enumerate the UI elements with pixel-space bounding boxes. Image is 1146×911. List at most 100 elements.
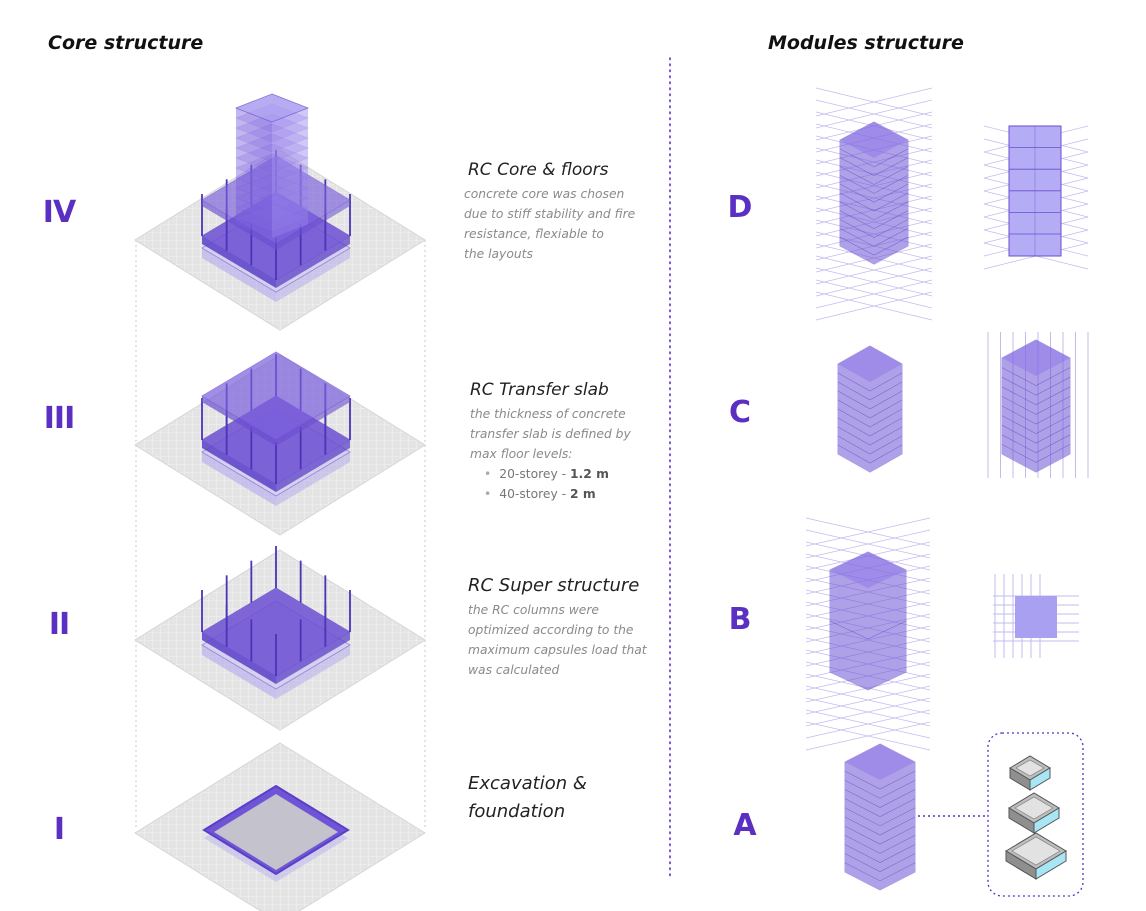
slab-side xyxy=(276,645,350,699)
floor-line xyxy=(839,183,909,203)
slab-side xyxy=(276,396,350,446)
floor-line xyxy=(844,844,916,863)
slab-side xyxy=(202,632,276,684)
stage-iii-body: the thickness of concrete transfer slab … xyxy=(470,407,631,461)
grid-line xyxy=(805,517,931,547)
core-structure-heading: Core structure xyxy=(48,32,204,54)
stage-iv-body: concrete core was chosen due to stiff st… xyxy=(464,187,636,261)
slab-top xyxy=(201,155,351,245)
transfer-slab-iii xyxy=(201,351,351,446)
floor-line xyxy=(844,816,916,836)
capsule-group-frame xyxy=(987,732,1084,897)
floor-line xyxy=(844,807,916,827)
capsule-window xyxy=(1035,850,1067,880)
core-floor xyxy=(235,153,309,183)
floor-line xyxy=(839,236,909,256)
slab-side xyxy=(202,440,276,492)
columns-ii xyxy=(201,546,351,676)
floor-line xyxy=(837,426,903,446)
capsule-window xyxy=(1033,807,1060,834)
floor-line xyxy=(1001,405,1071,425)
module-top xyxy=(838,346,902,382)
module-b-iso xyxy=(805,517,931,751)
floor-line xyxy=(1001,415,1071,434)
floor-line xyxy=(839,219,909,238)
floor-line xyxy=(829,620,907,640)
module-top xyxy=(830,552,906,588)
floor-line xyxy=(839,201,909,221)
floor-line xyxy=(839,210,909,230)
floor-line xyxy=(1001,367,1071,386)
plan-square xyxy=(1015,596,1057,638)
floor-line xyxy=(837,381,903,401)
stage-ii-body: the RC columns were optimized according … xyxy=(468,603,647,677)
grid-line xyxy=(805,697,931,727)
module-b-plan xyxy=(993,574,1079,658)
floor-line xyxy=(839,157,909,177)
floor-line xyxy=(844,789,916,808)
stage-ii-description: RC Super structure the RC columns were o… xyxy=(468,576,668,680)
stage-i-title: Excavation & foundation xyxy=(468,773,587,822)
grid-line xyxy=(805,709,931,739)
module-letter-d: D xyxy=(727,190,753,225)
slab-side xyxy=(276,452,350,506)
core-floor xyxy=(235,123,309,153)
stage-ii-title: RC Super structure xyxy=(468,575,640,596)
module-letter-a: A xyxy=(733,808,757,843)
core-wall xyxy=(236,108,272,238)
capsule-large xyxy=(1005,832,1067,880)
floor-line xyxy=(844,853,916,873)
slab-thickness-list: •20-storey - 1.2 m •40-storey - 2 m xyxy=(470,464,670,504)
slab-side xyxy=(276,200,350,250)
floor-line xyxy=(839,192,909,212)
floor-line xyxy=(844,862,916,882)
floor-line xyxy=(837,417,903,437)
core-floor xyxy=(235,203,309,233)
floor-line xyxy=(839,166,909,185)
stage-numeral-i: I xyxy=(53,812,65,847)
grid-line xyxy=(815,291,933,321)
slab-side xyxy=(202,236,276,288)
floor-line xyxy=(837,435,903,455)
grid-line xyxy=(805,685,931,715)
module-d-iso xyxy=(815,87,933,321)
module-a-iso xyxy=(844,743,916,891)
capsule-window xyxy=(1029,767,1051,791)
grid-line xyxy=(805,529,931,559)
capsule-interior xyxy=(1014,796,1054,820)
floor-line xyxy=(1001,376,1071,396)
floor-line xyxy=(837,444,903,464)
core-floor xyxy=(235,163,309,193)
module-c-iso-2 xyxy=(1001,339,1071,473)
grid-line xyxy=(805,721,931,751)
module-top xyxy=(1002,340,1070,376)
module-top xyxy=(840,122,908,158)
floor-line xyxy=(1001,434,1071,454)
core-floor xyxy=(235,143,309,173)
module-c-iso xyxy=(837,345,903,473)
grid-line xyxy=(815,99,933,129)
floor-line xyxy=(837,390,903,410)
modules-structure-heading: Modules structure xyxy=(768,32,964,54)
core-floor xyxy=(235,193,309,223)
slab-side xyxy=(202,452,276,506)
core-wall xyxy=(272,108,308,238)
stage-iv-description: RC Core & floors concrete core was chose… xyxy=(464,160,668,264)
floor-line xyxy=(1001,424,1071,444)
capsule-small xyxy=(1009,755,1051,791)
core-tower xyxy=(234,93,310,238)
floor-line xyxy=(844,825,916,845)
grid-line xyxy=(815,267,933,297)
grid-line xyxy=(815,255,933,285)
core-floor xyxy=(235,183,309,213)
grid-line xyxy=(815,279,933,309)
slab-side xyxy=(276,248,350,302)
slab-side xyxy=(276,440,350,492)
stage-numeral-iii: III xyxy=(43,401,76,436)
core-floor xyxy=(235,133,309,163)
foundation-pit xyxy=(214,794,338,870)
floor-line xyxy=(837,372,903,392)
capsule-interior xyxy=(1015,759,1045,777)
floor-line xyxy=(1001,386,1071,406)
stage-numeral-iv: IV xyxy=(42,195,76,230)
